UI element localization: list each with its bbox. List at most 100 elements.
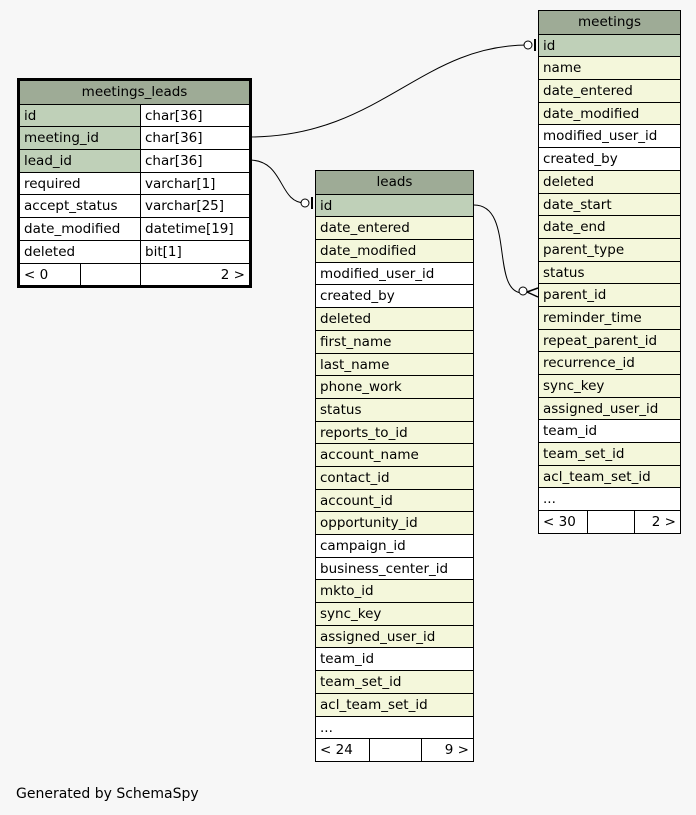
column-row[interactable]: sync_key	[539, 374, 680, 397]
column-name: account_name	[320, 447, 419, 464]
column-row[interactable]: assigned_user_id	[316, 624, 473, 648]
column-row[interactable]: opportunity_id	[316, 511, 473, 534]
column-name: phone_work	[320, 379, 402, 396]
column-row[interactable]: reports_to_id	[316, 420, 473, 444]
column-row[interactable]: id char[36]	[20, 103, 249, 127]
edge-optional-marker	[300, 198, 310, 208]
column-type: char[36]	[140, 150, 249, 172]
column-name: date_entered	[320, 220, 410, 237]
column-row[interactable]: repeat_parent_id	[539, 328, 680, 352]
column-row[interactable]: business_center_id	[316, 556, 473, 580]
child-count: 2 >	[634, 511, 680, 533]
column-row[interactable]: ...	[316, 715, 473, 739]
column-row[interactable]: created_by	[539, 147, 680, 170]
column-name: deleted	[24, 243, 76, 260]
column-row[interactable]: date_modified	[539, 101, 680, 125]
column-row[interactable]: name	[539, 56, 680, 80]
table-header: meetings	[539, 11, 680, 34]
column-name: mkto_id	[320, 583, 374, 600]
column-row[interactable]: account_id	[316, 488, 473, 512]
column-row[interactable]: date_start	[539, 192, 680, 216]
column-row[interactable]: phone_work	[316, 375, 473, 398]
parent-count: < 30	[543, 514, 576, 531]
column-row[interactable]: ...	[539, 487, 680, 511]
column-name: name	[543, 60, 582, 77]
column-name: sync_key	[320, 606, 382, 623]
column-name: date_modified	[24, 221, 121, 238]
column-row[interactable]: last_name	[316, 352, 473, 376]
column-row[interactable]: date_entered	[316, 216, 473, 240]
column-name: first_name	[320, 333, 392, 350]
column-row[interactable]: lead_id char[36]	[20, 149, 249, 172]
column-row[interactable]: created_by	[316, 284, 473, 308]
column-name: modified_user_id	[543, 128, 658, 145]
column-type: char[36]	[140, 127, 249, 150]
column-row[interactable]: sync_key	[316, 602, 473, 625]
column-row[interactable]: team_id	[316, 647, 473, 671]
column-name: required	[24, 175, 81, 192]
column-name: date_entered	[543, 83, 633, 100]
column-name: reports_to_id	[320, 424, 408, 441]
column-row[interactable]: id	[316, 193, 473, 217]
column-name: contact_id	[320, 469, 390, 486]
generated-by-footer: Generated by SchemaSpy	[16, 786, 199, 802]
column-row[interactable]: assigned_user_id	[539, 396, 680, 420]
column-name: acl_team_set_id	[320, 696, 428, 713]
column-row[interactable]: recurrence_id	[539, 351, 680, 374]
column-row[interactable]: team_set_id	[539, 442, 680, 465]
column-row[interactable]: modified_user_id	[539, 124, 680, 148]
column-row[interactable]: team_set_id	[316, 670, 473, 693]
parent-count: < 24	[320, 742, 353, 759]
column-name: accept_status	[24, 198, 118, 215]
column-row[interactable]: id	[539, 33, 680, 57]
column-type: char[36]	[140, 104, 249, 127]
column-row[interactable]: reminder_time	[539, 305, 680, 329]
column-name: lead_id	[24, 153, 72, 170]
column-name: campaign_id	[320, 538, 406, 554]
column-row[interactable]: campaign_id	[316, 534, 473, 557]
column-name: team_set_id	[543, 446, 625, 463]
column-row[interactable]: status	[316, 397, 473, 421]
column-row[interactable]: status	[539, 260, 680, 284]
column-name: status	[320, 401, 362, 418]
column-row[interactable]: first_name	[316, 329, 473, 353]
column-row[interactable]: deleted	[539, 169, 680, 193]
column-name: date_end	[543, 219, 606, 236]
column-name: id	[24, 107, 37, 124]
column-row[interactable]: date_entered	[539, 79, 680, 102]
column-row[interactable]: team_id	[539, 419, 680, 443]
column-row[interactable]: contact_id	[316, 465, 473, 489]
column-row[interactable]: account_name	[316, 443, 473, 466]
column-name: assigned_user_id	[320, 628, 436, 645]
column-name: business_center_id	[320, 560, 449, 577]
column-name: deleted	[543, 173, 595, 190]
column-row[interactable]: mkto_id	[316, 579, 473, 603]
edge-lead-id-to-leads	[248, 159, 306, 204]
table-header: leads	[316, 171, 473, 194]
parent-count: < 0	[24, 266, 49, 283]
column-row[interactable]: date_modified	[316, 239, 473, 262]
footer-spacer	[80, 263, 140, 286]
edge-optional-marker	[518, 286, 528, 296]
column-row[interactable]: acl_team_set_id	[539, 464, 680, 488]
column-row[interactable]: parent_id	[539, 283, 680, 306]
column-name: sync_key	[543, 378, 605, 394]
column-name: recurrence_id	[543, 355, 635, 372]
column-name: created_by	[320, 288, 395, 305]
column-row[interactable]: date_end	[539, 215, 680, 238]
column-name: team_id	[543, 423, 598, 440]
column-row[interactable]: deleted	[316, 307, 473, 330]
column-row[interactable]: acl_team_set_id	[316, 692, 473, 716]
column-row[interactable]: modified_user_id	[316, 261, 473, 285]
column-name: status	[543, 264, 585, 281]
column-row[interactable]: parent_type	[539, 237, 680, 261]
